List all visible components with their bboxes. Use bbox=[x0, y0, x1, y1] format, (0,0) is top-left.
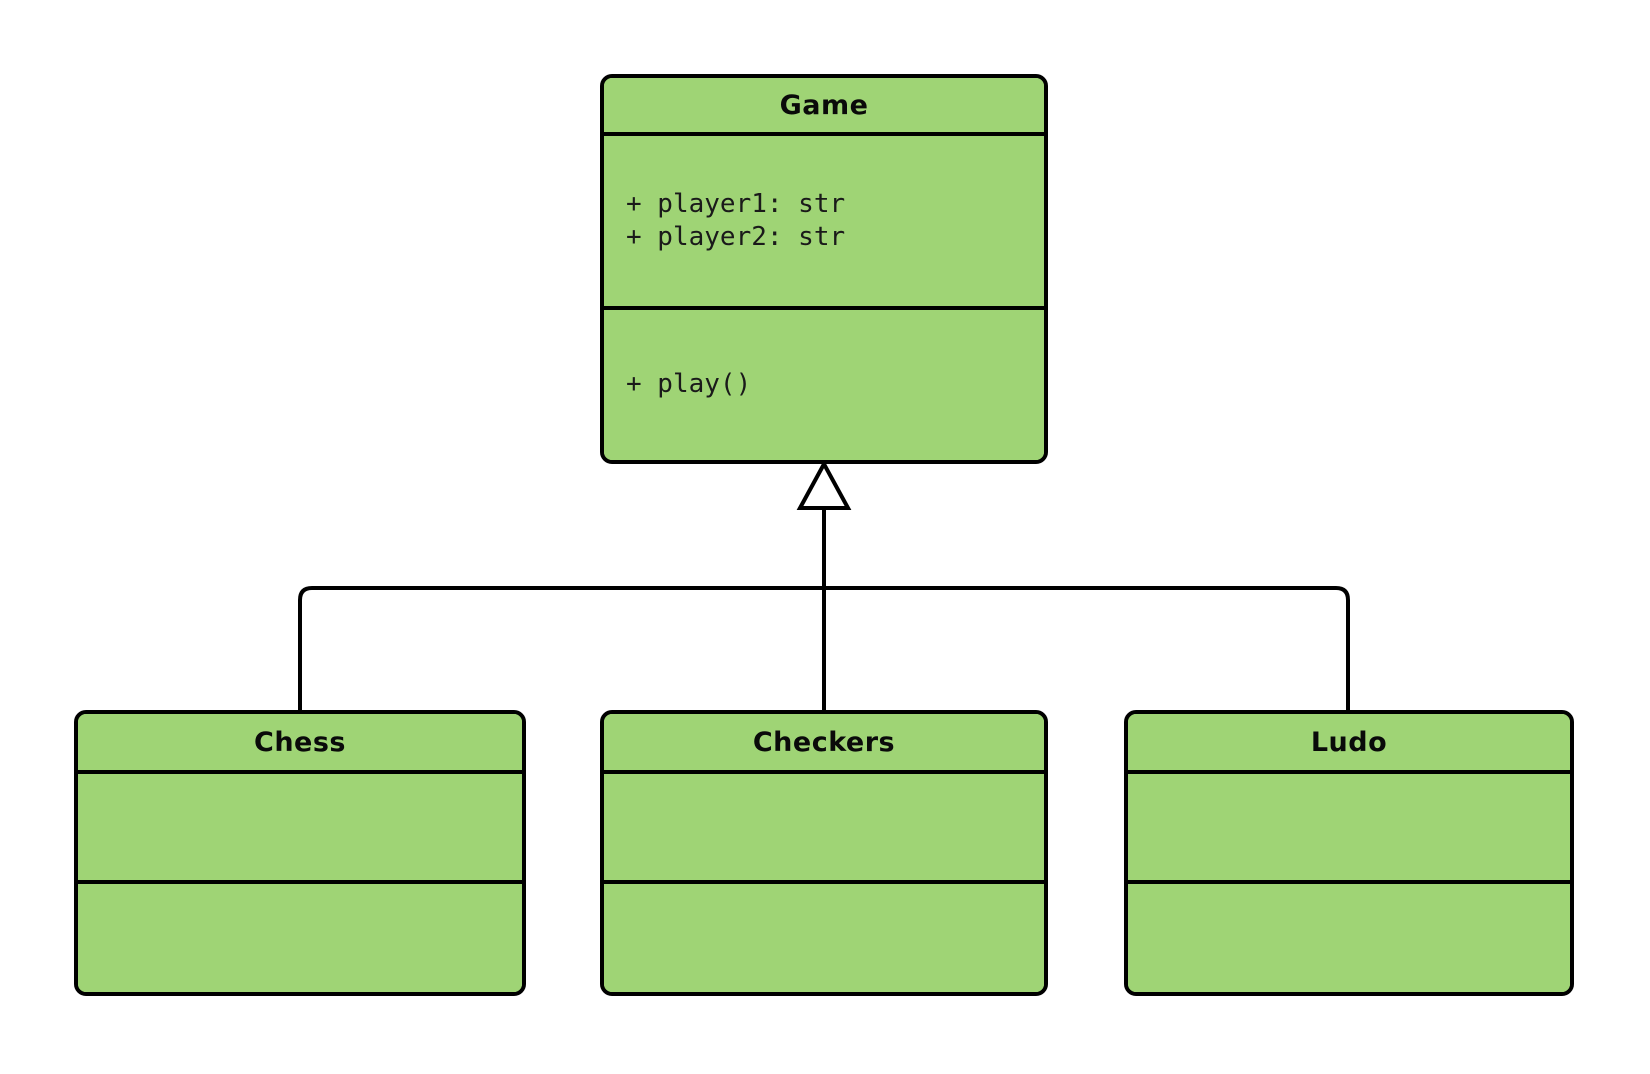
method-item: + play() bbox=[626, 369, 752, 400]
class-name-ludo: Ludo bbox=[1128, 714, 1570, 774]
class-name-game: Game bbox=[604, 78, 1044, 136]
attribute-item: + player2: str bbox=[626, 222, 846, 252]
edge-bus bbox=[298, 586, 1350, 710]
class-attributes-game: + player1: str + player2: str bbox=[604, 136, 1044, 310]
class-attributes-checkers bbox=[604, 774, 1044, 884]
uml-class-chess[interactable]: Chess bbox=[74, 710, 526, 996]
class-methods-game: + play() bbox=[604, 310, 1044, 460]
attribute-item: + player1: str bbox=[626, 188, 846, 219]
class-methods-chess bbox=[78, 884, 522, 992]
class-name-chess: Chess bbox=[78, 714, 522, 774]
uml-class-checkers[interactable]: Checkers bbox=[600, 710, 1048, 996]
class-attributes-chess bbox=[78, 774, 522, 884]
uml-class-ludo[interactable]: Ludo bbox=[1124, 710, 1574, 996]
generalization-arrowhead-icon bbox=[796, 459, 852, 510]
class-methods-ludo bbox=[1128, 884, 1570, 992]
class-methods-checkers bbox=[604, 884, 1044, 992]
class-name-checkers: Checkers bbox=[604, 714, 1044, 774]
class-attributes-ludo bbox=[1128, 774, 1570, 884]
uml-class-game[interactable]: Game + player1: str + player2: str + pla… bbox=[600, 74, 1048, 464]
